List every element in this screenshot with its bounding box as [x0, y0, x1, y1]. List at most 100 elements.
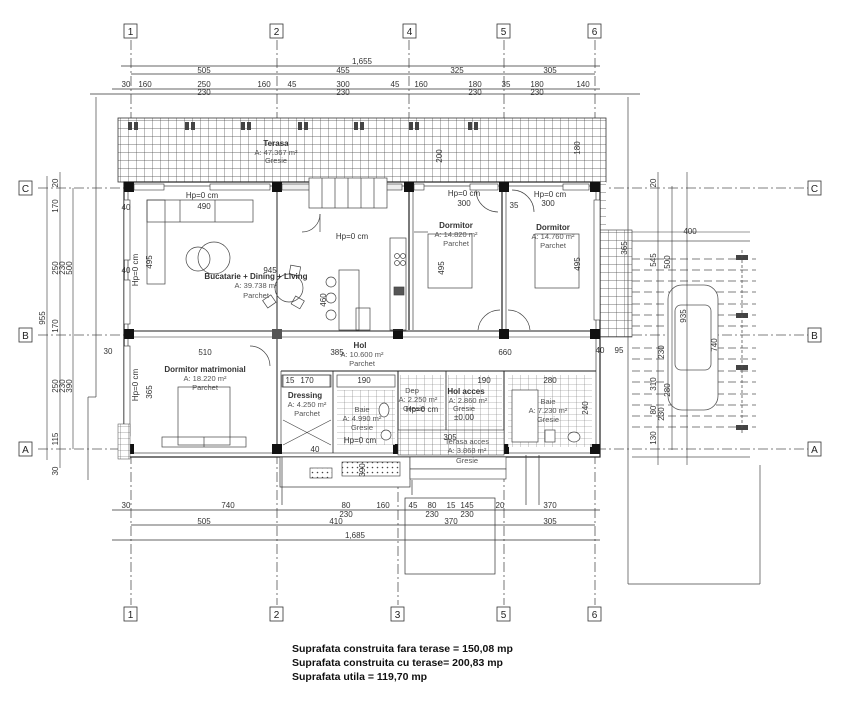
- hp-label: Hp=0 cm: [406, 405, 439, 414]
- axis-b-left: B: [22, 331, 29, 342]
- dim-detail: 20: [496, 501, 505, 510]
- hp-label: Hp=0 cm: [131, 369, 140, 402]
- dim-label: 935: [679, 309, 688, 323]
- dim-label: 200: [435, 149, 444, 163]
- room-finish: Gresie: [351, 423, 373, 432]
- axis-c-right: C: [811, 184, 818, 195]
- dim-axis: 325: [450, 66, 464, 75]
- room-finish-terasa: Gresie: [265, 156, 287, 165]
- summary-built-without-terraces: Suprafata construita fara terase = 150,0…: [292, 643, 513, 655]
- dim-label: 495: [437, 261, 446, 275]
- dim-detail: 160: [138, 80, 152, 89]
- dim-axis: 410: [329, 517, 343, 526]
- room-dressing: Dressing A: 4.250 m² Parchet: [288, 391, 327, 418]
- room-hol-acces: Hol acces A: 2.860 m² Gresie ±0.00: [447, 387, 488, 422]
- dim-detail: 45: [288, 80, 297, 89]
- room-baie-2: Baie A: 7.230 m² Gresie: [529, 397, 568, 424]
- kitchen-furniture: [301, 213, 407, 331]
- dim-total-top: 1,655: [352, 57, 373, 66]
- entrance-terrace: [87, 97, 761, 585]
- dim-detail: 180: [468, 80, 482, 89]
- dim-detail: 45: [391, 80, 400, 89]
- dim-label: 30: [51, 466, 60, 475]
- interior-dimensions: Hp=0 cm 490 Hp=0 cm Hp=0 cm 300 Hp=0 cm …: [122, 189, 590, 477]
- dim-label: 35: [510, 201, 519, 210]
- room-hol: Hol A: 10.600 m² Parchet: [341, 341, 384, 368]
- dim-label: 250: [51, 261, 60, 275]
- dim-label: 660: [498, 348, 512, 357]
- dim-sub: 230: [197, 88, 211, 97]
- bedroom-furniture: [161, 189, 580, 448]
- axis-2-bottom: 2: [274, 610, 280, 621]
- dim-detail: 160: [257, 80, 271, 89]
- dim-label: 490: [197, 202, 211, 211]
- dim-label: 495: [145, 255, 154, 269]
- dim-sub: 230: [468, 88, 482, 97]
- dim-axis: 370: [444, 517, 458, 526]
- summary-built-with-terraces: Suprafata construita cu terase= 200,83 m…: [292, 657, 503, 669]
- room-name: Baie: [540, 397, 555, 406]
- dim-detail: 80: [428, 501, 437, 510]
- room-area: A: 7.230 m²: [529, 406, 568, 415]
- dim-label: 365: [145, 385, 154, 399]
- right-dimension-labels: 20 400 545 500 365 935 740 95 40 230 310…: [596, 178, 719, 445]
- right-dimensions: [632, 172, 750, 465]
- room-baie-1: Baie A: 4.990 m² Gresie: [343, 405, 382, 432]
- dim-detail: 180: [530, 80, 544, 89]
- dim-detail: 300: [336, 80, 350, 89]
- room-area: A: 14.820 m²: [435, 230, 478, 239]
- hp-label: Hp=0 cm: [336, 232, 369, 241]
- dim-sub: 230: [530, 88, 544, 97]
- room-area: A: 18.220 m²: [184, 374, 227, 383]
- room-area: A: 4.250 m²: [288, 400, 327, 409]
- axis-a-left: A: [22, 445, 29, 456]
- bathroom-tiles: [337, 375, 592, 447]
- dim-detail: 45: [409, 501, 418, 510]
- dim-detail: 15: [447, 501, 456, 510]
- dim-detail: 30: [122, 80, 131, 89]
- dim-label: 310: [649, 377, 658, 391]
- dim-label: 305: [443, 433, 457, 442]
- room-finish: Parchet: [294, 409, 321, 418]
- dim-label: 500: [663, 255, 672, 269]
- dim-label: 180: [573, 141, 582, 155]
- area-summary: Suprafata construita fara terase = 150,0…: [292, 642, 513, 684]
- dim-label: 510: [198, 348, 212, 357]
- dim-label: 190: [357, 376, 371, 385]
- dim-label: 240: [581, 401, 590, 415]
- room-finish: Gresie: [403, 404, 425, 413]
- hp-label: Hp=0 cm: [344, 436, 377, 445]
- room-area: A: 14.760 m²: [532, 232, 575, 241]
- terrace-dining: [308, 177, 388, 209]
- dim-label: 230: [657, 407, 666, 421]
- dim-axis: 305: [543, 66, 557, 75]
- dim-label: 280: [543, 376, 557, 385]
- carport: [632, 240, 756, 458]
- dim-detail: 30: [122, 501, 131, 510]
- room-name: Dormitor matrimonial: [164, 365, 245, 374]
- dim-label: 945: [263, 266, 277, 275]
- room-dormitor-matrimonial: Dormitor matrimonial A: 18.220 m² Parche…: [164, 365, 245, 392]
- dim-sub: 230: [336, 88, 350, 97]
- room-labels: Bucatarie + Dining + Living A: 39.738 m²…: [164, 221, 575, 465]
- room-finish: Parchet: [243, 291, 270, 300]
- dim-label: 365: [620, 241, 629, 255]
- room-name: Dressing: [288, 391, 322, 400]
- grid-labels-top: 1 2 4 5 6: [123, 23, 602, 39]
- dim-label: 170: [51, 319, 60, 333]
- room-finish: Gresie: [456, 456, 478, 465]
- axis-1-top: 1: [128, 27, 134, 38]
- room-area: A: 39.738 m²: [235, 281, 278, 290]
- dim-label: 280: [663, 383, 672, 397]
- dim-sub: 230: [339, 510, 353, 519]
- dim-label: 300: [541, 199, 555, 208]
- room-name: Dep: [405, 386, 419, 395]
- dim-axis: 455: [336, 66, 350, 75]
- dim-label: 30: [104, 347, 113, 356]
- dim-detail: 160: [376, 501, 390, 510]
- dim-detail: 35: [502, 80, 511, 89]
- level-label: ±0.00: [454, 413, 475, 422]
- grid-labels-side: C B A C B A: [18, 180, 822, 457]
- dim-label: 250: [51, 379, 60, 393]
- room-area: A: 3.868 m²: [448, 446, 487, 455]
